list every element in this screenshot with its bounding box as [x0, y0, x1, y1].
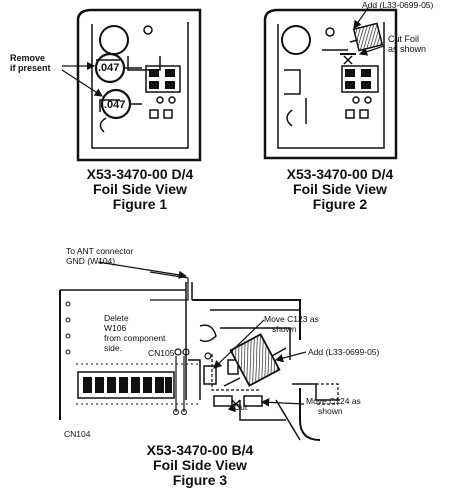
capacitor-value-top: .047 [98, 62, 119, 74]
figure-2-callout-arrows [353, 7, 385, 56]
cut-foil-label: Cut Foil [388, 34, 419, 44]
mounting-hole [99, 25, 129, 55]
figure-1-title: Figure 1 [112, 196, 168, 212]
w106-label: W106 [104, 323, 126, 333]
gnd-w104-label: GND (W104) [66, 256, 115, 266]
figure-2-view: Foil Side View [293, 181, 387, 197]
figure-3-labels: To ANT connector GND (W104) Delete W106 … [64, 246, 380, 439]
cn105-label: CN105 [148, 348, 175, 358]
figure-3-inductor [223, 333, 287, 387]
figure-3-board [59, 271, 340, 441]
cut-foil-as-shown-label: as shown [388, 44, 426, 54]
capacitor-value-bottom: .047 [104, 99, 125, 111]
figure-3-title: Figure 3 [172, 472, 228, 488]
move-c124-label: Move C124 as [306, 396, 361, 406]
figure-2-labels: Add (L33-0699-05) Cut Foil as shown [362, 0, 434, 54]
figure-1-board [76, 8, 202, 162]
delete-label: Delete [104, 313, 129, 323]
figure-3-part-number: X53-3470-00 B/4 [146, 442, 254, 458]
figure-2-part-number: X53-3470-00 D/4 [286, 166, 394, 182]
move-c124-shown-label: shown [318, 406, 343, 416]
if-present-callout-label: if present [10, 63, 51, 73]
figure-2-inductor [349, 22, 384, 52]
figure-1-callout-arrows [61, 61, 104, 97]
figure-1-caption: X53-3470-00 D/4 Foil Side View Figure 1 [40, 167, 240, 212]
figure-2-caption: X53-3470-00 D/4 Foil Side View Figure 2 [240, 167, 440, 212]
cut-label: Cut [234, 402, 248, 412]
figure-1-part-number: X53-3470-00 D/4 [86, 166, 194, 182]
figure-2-board [263, 8, 398, 160]
figure-3-callout-arrows [97, 261, 307, 413]
ant-connector-label: To ANT connector [66, 246, 134, 256]
figure-2-title: Figure 2 [312, 196, 368, 212]
move-c123-label: Move C123 as [264, 314, 319, 324]
cn104-label: CN104 [64, 429, 91, 439]
move-c123-shown-label: shown [272, 324, 297, 334]
figure-3-view: Foil Side View [153, 457, 247, 473]
add-inductor-label: Add (L33-0699-05) [362, 0, 434, 10]
side-label: side. [104, 343, 122, 353]
from-component-label: from component [104, 333, 166, 343]
figure-3-caption: X53-3470-00 B/4 Foil Side View Figure 3 [100, 443, 300, 488]
remove-callout-label: Remove [10, 53, 45, 63]
figure-1-labels: Remove if present .047 .047 [10, 53, 125, 111]
mounting-hole [281, 25, 311, 55]
figure-1-view: Foil Side View [93, 181, 187, 197]
add-inductor-label: Add (L33-0699-05) [308, 347, 380, 357]
